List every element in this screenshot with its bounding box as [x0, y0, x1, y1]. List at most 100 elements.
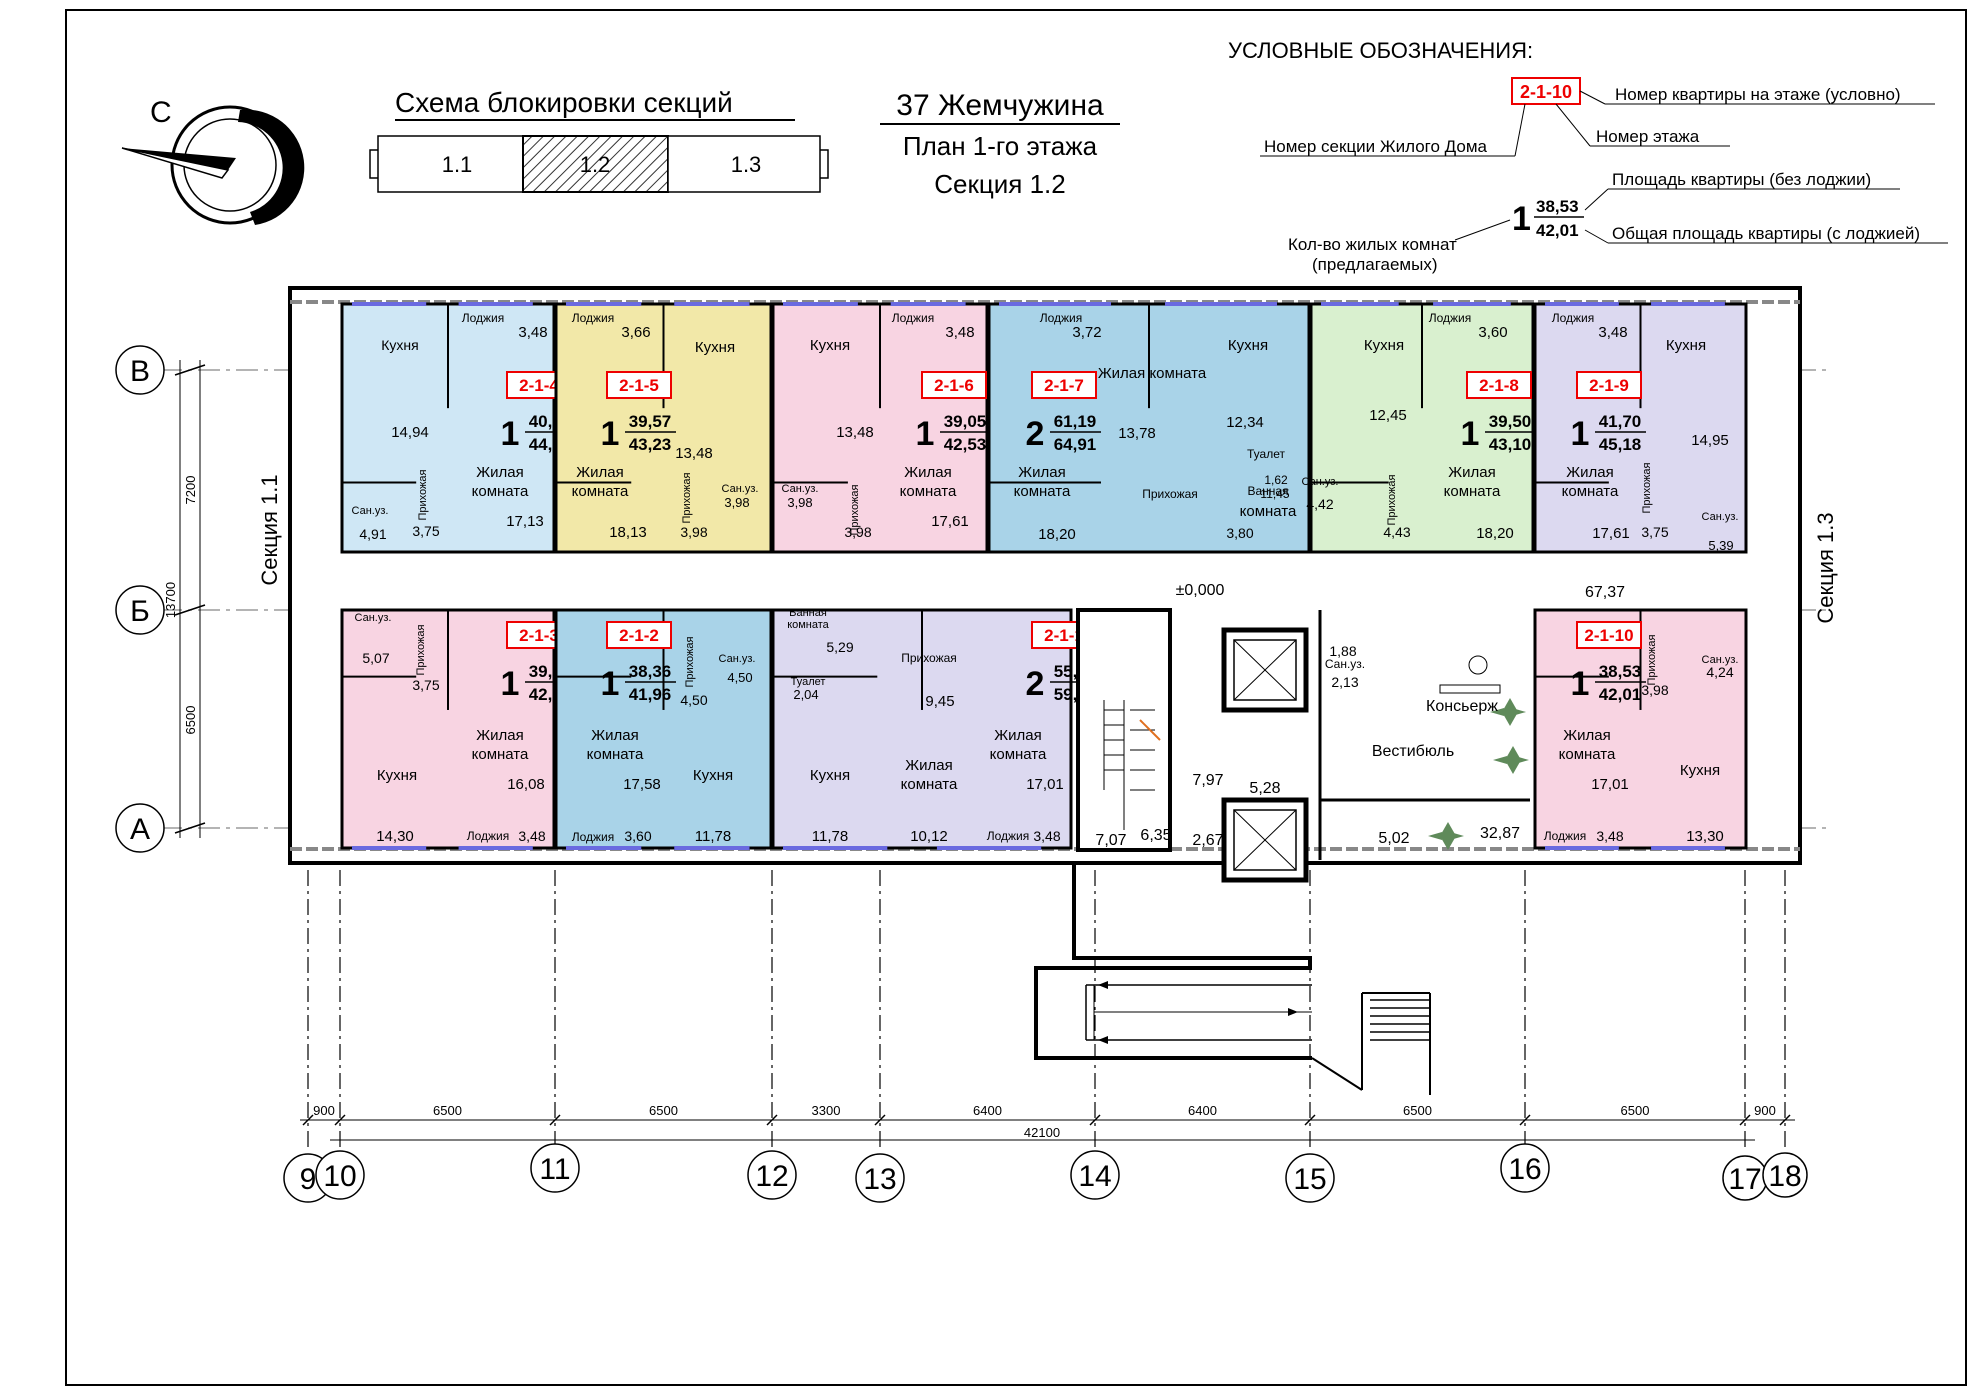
room-label: 5,07	[362, 650, 389, 666]
room-label: Прихожая	[684, 636, 696, 687]
grid-col-label: 10	[323, 1160, 356, 1193]
corridor	[292, 553, 1798, 609]
room-label: 13,30	[1686, 828, 1724, 845]
room-label: 18,13	[609, 524, 647, 541]
room-label: Жилая	[1448, 464, 1495, 481]
room-label: Жилая	[1018, 464, 1065, 481]
room-label: комната	[1559, 746, 1616, 763]
overall-dimension: 42100	[1024, 1125, 1060, 1140]
window	[1651, 846, 1725, 850]
legend-section-number: Номер секции Жилого Дома	[1264, 137, 1488, 156]
apartment-code: 2-1-7	[1044, 376, 1084, 395]
room-label: 17,01	[1026, 776, 1064, 793]
room-label: Сан.уз.	[1702, 654, 1739, 666]
area-lift-hall: 5,28	[1249, 780, 1280, 797]
room-label: Жилая	[1563, 727, 1610, 744]
floor-title: План 1-го этажа	[903, 131, 1098, 161]
legend-area-with-loggia: Общая площадь квартиры (с лоджией)	[1612, 224, 1920, 243]
room-label: 3,98	[680, 524, 707, 540]
apartment-area: 61,19	[1054, 412, 1097, 431]
room-label: комната	[587, 746, 644, 763]
apartment-code: 2-1-4	[519, 376, 559, 395]
legend-rooms-sample: 1	[1512, 200, 1531, 238]
room-label: 12,45	[1369, 407, 1407, 424]
grid-col-label: 17	[1728, 1163, 1761, 1196]
building-name: 37 Жемчужина	[896, 89, 1104, 122]
room-label: 18,20	[1476, 525, 1514, 542]
grid-col-marker	[747, 1150, 797, 1200]
area-stair-left: 7,07	[1095, 832, 1126, 849]
room-label: 11,45	[1260, 487, 1289, 501]
apartment-area: 41,70	[1599, 412, 1642, 431]
room-label: 12,34	[1226, 414, 1264, 431]
apartment-rooms-count: 1	[601, 415, 620, 453]
apartment-area: 38,53	[1599, 662, 1642, 681]
window	[1165, 302, 1277, 306]
room-label: комната	[1562, 483, 1619, 500]
apartment-code: 2-1-5	[619, 376, 659, 395]
room-label: Жилая	[905, 757, 952, 774]
room-label: 17,58	[623, 776, 661, 793]
span-dimension: 3300	[812, 1103, 841, 1118]
apartment-code: 2-1-2	[619, 626, 659, 645]
room-label: Лоджия	[892, 311, 935, 325]
window	[1651, 302, 1725, 306]
room-label: Лоджия	[1544, 829, 1587, 843]
room-label: 4,50	[680, 692, 707, 708]
sheet-frame	[65, 9, 1967, 1386]
area-storage: 1,88	[1329, 643, 1356, 659]
window	[936, 846, 1042, 850]
room-label: 4,42	[1306, 496, 1333, 512]
room-label: 3,98	[724, 495, 749, 510]
apartment-rooms-count: 1	[916, 415, 935, 453]
room-label: 3,98	[787, 495, 812, 510]
apartment-code-badge: 2-1-8	[1466, 371, 1532, 399]
apartment-code-badge: 2-1-7	[1031, 371, 1097, 399]
window	[458, 846, 533, 850]
room-label: 3,72	[1072, 324, 1101, 341]
window	[566, 302, 642, 306]
span-dimension: 6500	[649, 1103, 678, 1118]
legend-area-sample: 38,53	[1536, 197, 1579, 216]
room-label: Сан.уз.	[355, 612, 392, 624]
span-dimension: 900	[313, 1103, 335, 1118]
grid-row-marker	[115, 585, 165, 635]
room-label: 13,48	[836, 424, 874, 441]
window	[890, 302, 966, 306]
apartment-rooms-count: 1	[501, 665, 520, 703]
section-title: Секция 1.2	[934, 169, 1065, 199]
apartment-total-area: 41,96	[629, 685, 672, 704]
apartment-rooms-count: 1	[601, 665, 620, 703]
level-mark: ±0,000	[1176, 582, 1225, 599]
room-label: Жилая	[476, 464, 523, 481]
room-label: Лоджия	[572, 830, 615, 844]
room-label: 3,48	[1596, 828, 1623, 844]
room-label: Жилая	[476, 727, 523, 744]
concierge-chair-icon	[1468, 655, 1488, 675]
legend-total-sample: 42,01	[1536, 221, 1579, 240]
room-label: 5,39	[1708, 538, 1733, 553]
room-label: Прихожая	[901, 651, 957, 665]
apartment-area: 38,36	[629, 662, 672, 681]
apartment-total-area: 42,01	[1599, 685, 1642, 704]
block-section-2: 1.2	[580, 152, 611, 177]
area-stair-right: 6,35	[1140, 827, 1171, 844]
grid-col-label: 15	[1293, 1163, 1326, 1196]
apartment-code-badge: 2-1-2	[606, 621, 672, 649]
grid-col-marker	[530, 1143, 580, 1193]
grid-col-marker	[1762, 1152, 1808, 1198]
apartment-code-badge: 2-1-9	[1576, 371, 1642, 399]
room-label: 14,95	[1691, 432, 1729, 449]
room-label: Жилая	[994, 727, 1041, 744]
room-label: Кухня	[1666, 337, 1706, 354]
room-label: Сан.уз.	[352, 505, 389, 517]
apartment-total-area: 43,10	[1489, 435, 1532, 454]
